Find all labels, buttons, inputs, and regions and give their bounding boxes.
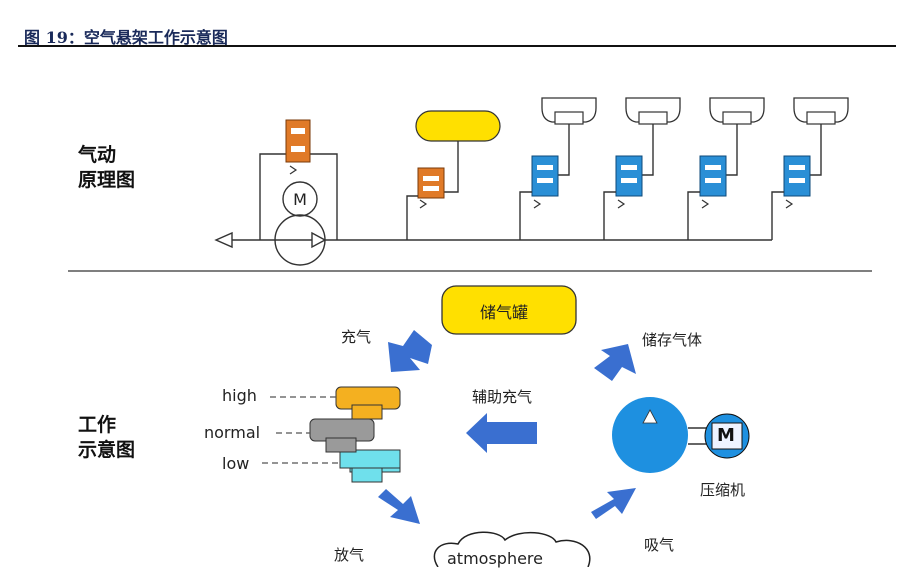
atmosphere-label: atmosphere — [447, 549, 543, 568]
tank-schematic — [406, 110, 501, 240]
atmosphere-cloud-icon — [433, 531, 591, 567]
air-tank-icon — [415, 110, 501, 142]
pump-direction-icon — [311, 231, 327, 249]
compressor-motor-letter: M — [717, 425, 735, 446]
top-label-1: 气动 — [78, 144, 117, 166]
intake-arrow — [591, 488, 636, 519]
pneumatic-schematic — [214, 153, 772, 266]
level-high-label: high — [222, 386, 257, 405]
title-rule — [18, 45, 896, 47]
assist-label: 辅助充气 — [472, 388, 533, 406]
bottom-label-2: 示意图 — [78, 439, 136, 461]
compressor-loop-left — [259, 153, 286, 240]
level-leader-lines — [262, 396, 340, 464]
store-arrow — [594, 344, 636, 381]
charge-label: 充气 — [341, 328, 372, 346]
height-valve-icon — [615, 155, 643, 197]
bottom-label-1: 工作 — [78, 414, 117, 436]
compressor-loop-right — [310, 153, 338, 240]
low-level-spring — [339, 449, 401, 469]
ride-height-stack — [309, 386, 401, 483]
level-normal-label: normal — [204, 423, 261, 442]
exhaust-label: 放气 — [334, 546, 365, 564]
intake-label: 吸气 — [644, 536, 675, 554]
compressor-label: 压缩机 — [700, 481, 746, 499]
figure-title: 图 19：空气悬架工作示意图 — [24, 28, 228, 47]
assist-arrow — [466, 413, 537, 453]
air-tank-box — [441, 285, 577, 335]
motor-letter: M — [293, 190, 307, 209]
compressor-valve-icon — [285, 119, 311, 175]
flow-arrows — [378, 330, 636, 524]
tank-label: 储气罐 — [480, 303, 529, 322]
top-label-2: 原理图 — [78, 169, 136, 191]
height-valve-icon — [699, 155, 727, 197]
compressor-unit — [612, 397, 750, 473]
air-spring-group — [519, 97, 849, 240]
height-valve-icon — [783, 155, 811, 197]
compressor-body-icon — [612, 397, 688, 473]
tank-valve-icon — [417, 167, 445, 199]
level-low-label: low — [222, 454, 250, 473]
exhaust-flow-arrow — [378, 489, 420, 524]
height-valve-icon — [531, 155, 559, 197]
exhaust-arrow — [214, 231, 233, 249]
charge-arrow — [388, 330, 432, 372]
store-label: 储存气体 — [642, 331, 703, 349]
